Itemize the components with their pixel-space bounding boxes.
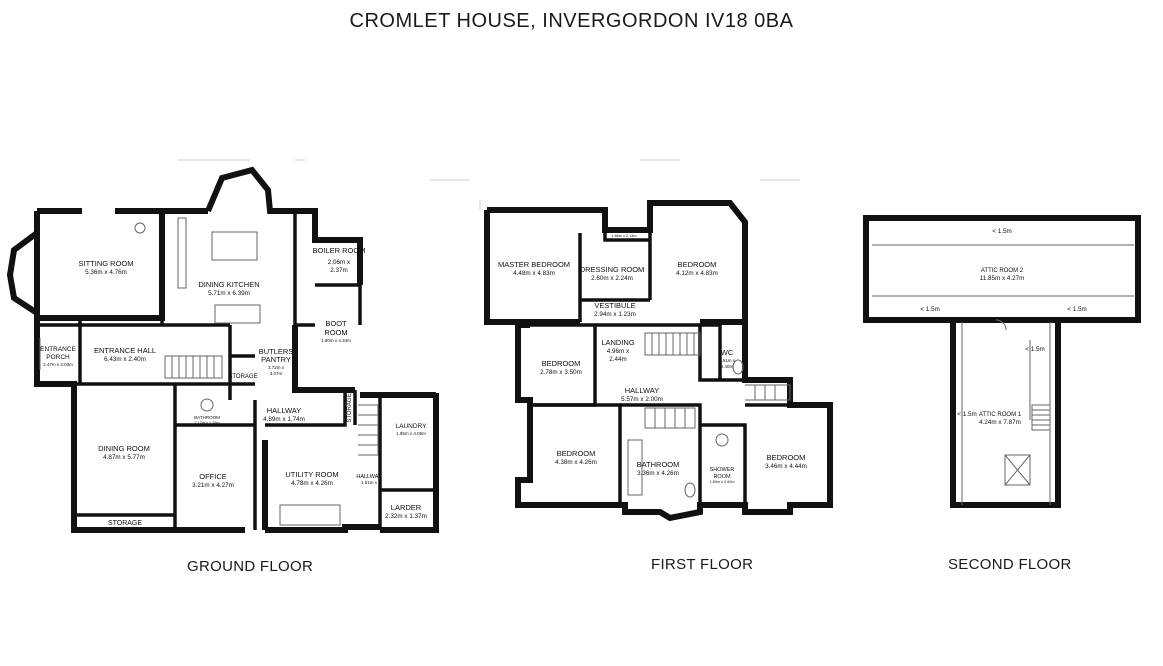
attic-room-1-wall — [950, 322, 1061, 508]
master-bedroom-dims: 4.48m x 4.83m — [513, 270, 555, 277]
attic-top-height-note: < 1.5m — [992, 228, 1011, 235]
landing-dims-2: 2.44m — [609, 356, 627, 363]
first-hallway-dims: 5.57m x 2.00m — [621, 396, 663, 403]
hallway-dims: 4.89m x 1.74m — [263, 416, 305, 423]
butlers-pantry-dims-2: 3.07m — [270, 371, 283, 376]
boot-room-dims: 1.80m x 4.34m — [321, 338, 351, 343]
ground-floor-plan — [6, 159, 439, 533]
boot-room-name-2: ROOM — [324, 328, 347, 337]
sitting-room-name: SITTING ROOM — [79, 259, 134, 268]
boiler-room-name: BOILER ROOM — [313, 246, 366, 255]
butlers-pantry-dims-1: 3.72m x — [268, 365, 285, 370]
sitting-room-bay-window — [6, 230, 39, 316]
bedroom-sw-name: BEDROOM — [557, 449, 596, 458]
office-dims: 3.21m x 4.27m — [192, 482, 234, 489]
shower-room-name-2: ROOM — [713, 474, 731, 480]
dressing-room-name: DRESSING ROOM — [580, 265, 645, 274]
utility-room-dims: 4.78m x 4.26m — [291, 480, 333, 487]
boiler-room-dims-2: 2.37m — [330, 267, 348, 274]
second-floor-label: SECOND FLOOR — [948, 556, 1072, 573]
attic-bottom-left-height-note: < 1.5m — [920, 306, 939, 313]
en-suite-dims: 1.86m x 2.13m — [611, 234, 636, 238]
plan-title: CROMLET HOUSE, INVERGORDON IV18 0BA — [349, 10, 794, 32]
shower-room-name-1: SHOWER — [710, 467, 735, 473]
landing-dims-1: 4.96m x — [607, 348, 630, 355]
boiler-room-dims-1: 2.06m x — [328, 259, 351, 266]
shower-room-dims: 1.80m x 2.90m — [709, 480, 734, 484]
attic1-left-height-note: < 1.5m — [957, 411, 976, 418]
attic-room-2-wall — [863, 215, 1141, 323]
first-bathroom-name: BATHROOM — [637, 460, 680, 469]
utility-room-name: UTILITY ROOM — [285, 470, 338, 479]
dining-kitchen-name: DINING KITCHEN — [198, 280, 259, 289]
sitting-room-dims: 5.36m x 4.76m — [85, 269, 127, 276]
bedroom-sw-dims: 4.38m x 4.26m — [555, 459, 597, 466]
vestibule-dims: 2.94m x 1.23m — [594, 311, 636, 318]
storage-name-1: STORAGE — [228, 374, 257, 380]
master-bedroom-name: MASTER BEDROOM — [498, 260, 570, 269]
boot-room-name-1: BOOT — [325, 319, 347, 328]
dining-room-name: DINING ROOM — [98, 444, 150, 453]
bedroom-ne-name: BEDROOM — [678, 260, 717, 269]
hallway-small-name: HALLWAY — [356, 474, 382, 480]
dressing-room-dims: 2.60m x 2.24m — [591, 275, 633, 282]
entrance-hall-dims: 6.43m x 2.40m — [104, 356, 146, 363]
attic-room-1-name: ATTIC ROOM 1 — [979, 412, 1022, 418]
vestibule-name: VESTIBULE — [594, 301, 635, 310]
office-name: OFFICE — [199, 472, 227, 481]
entrance-porch-name-1: ENTRANCE — [40, 346, 76, 353]
entrance-porch-name-2: PORCH — [46, 354, 70, 361]
entrance-hall-name: ENTRANCE HALL — [94, 346, 156, 355]
first-bathroom-dims: 3.36m x 4.26m — [637, 470, 679, 477]
ground-floor-label: GROUND FLOOR — [187, 558, 314, 575]
bathroom-name: BATHROOM — [194, 415, 220, 420]
en-suite-name: EN-SUITE — [611, 228, 637, 234]
bedroom-ne-dims: 4.12m x 4.83m — [676, 270, 718, 277]
larder-name: LARDER — [391, 503, 422, 512]
dining-room-dims: 4.87m x 5.77m — [103, 454, 145, 461]
butlers-pantry-name-2: PANTRY — [261, 355, 291, 364]
attic-room-1-dims: 4.24m x 7.87m — [979, 419, 1021, 426]
first-floor-label: FIRST FLOOR — [651, 556, 754, 573]
bedroom-se-dims: 3.46m x 4.44m — [765, 463, 807, 470]
bathroom-dims: 2.17m x 1.26m — [194, 421, 219, 425]
hallway-name: HALLWAY — [267, 406, 301, 415]
bedroom-w-name: BEDROOM — [542, 359, 581, 368]
second-floor-plan — [863, 215, 1141, 508]
storage-name-3: STORAGE — [108, 520, 142, 527]
entrance-porch-dims: 2.47m x 2.03m — [43, 362, 73, 367]
dining-kitchen-dims: 5.71m x 6.39m — [208, 290, 250, 297]
first-floor-plan — [430, 159, 833, 522]
wc-dims-1: 1.51m x — [719, 358, 736, 363]
larder-dims: 2.32m x 1.37m — [385, 513, 427, 520]
laundry-dims: 1.95m x 4.06m — [396, 431, 426, 436]
hallway-small-dims: 1.51m x — [361, 480, 378, 485]
laundry-name: LAUNDRY — [396, 423, 428, 430]
butlers-pantry-name-1: BUTLERS — [259, 347, 294, 356]
attic-room-2-dims: 11.85m x 4.27m — [980, 275, 1025, 282]
landing-name: LANDING — [601, 338, 635, 347]
wc-name: WC — [721, 348, 734, 357]
bedroom-se-name: BEDROOM — [767, 453, 806, 462]
wc-dims-2: 2.40m — [721, 364, 734, 369]
bedroom-w-dims: 2.78m x 3.50m — [540, 369, 582, 376]
first-hallway-name: HALLWAY — [625, 386, 659, 395]
attic1-right-height-note: < 1.5m — [1025, 346, 1044, 353]
attic-bottom-right-height-note: < 1.5m — [1067, 306, 1086, 313]
attic-room-2-name: ATTIC ROOM 2 — [981, 268, 1024, 274]
storage-name-2: STORAGE — [347, 393, 353, 422]
